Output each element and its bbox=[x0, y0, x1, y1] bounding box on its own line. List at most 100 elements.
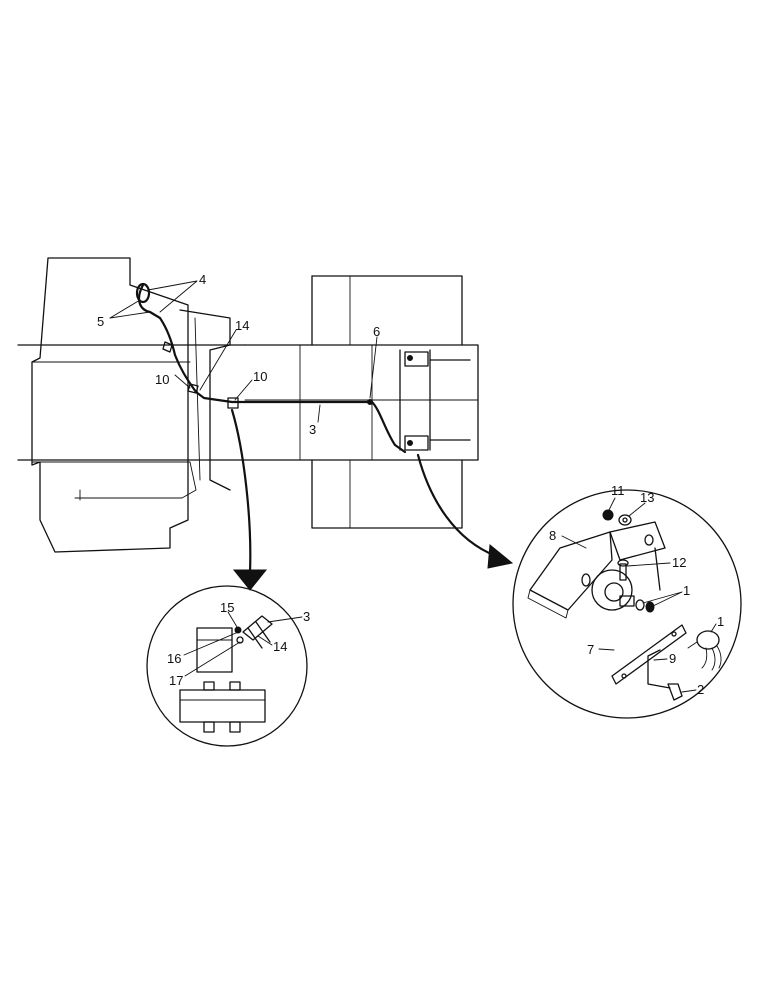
detail-circle-right-border bbox=[512, 489, 742, 719]
bolt-upper bbox=[407, 355, 413, 361]
detail-circle-left-border bbox=[146, 585, 308, 747]
mid-box-inner bbox=[194, 317, 201, 481]
connector-loop bbox=[135, 282, 151, 304]
right-structure-bottom bbox=[311, 459, 463, 529]
bolt-bottom-b bbox=[229, 721, 241, 733]
left-detail-washer bbox=[236, 636, 244, 644]
flat-plate-7 bbox=[611, 624, 687, 685]
arrow-right-head bbox=[487, 544, 514, 569]
bracket-arms bbox=[429, 359, 471, 441]
center-frame bbox=[244, 344, 479, 461]
right-structure-top bbox=[311, 275, 463, 346]
detail-circle-right bbox=[512, 489, 742, 719]
upper-bracket-block bbox=[404, 351, 429, 367]
leader-12 bbox=[626, 562, 671, 567]
callout-1-sensor: 1 bbox=[717, 614, 724, 629]
leader-10a bbox=[174, 374, 191, 389]
leader-6 bbox=[369, 336, 378, 399]
mid-box-outline bbox=[179, 309, 231, 491]
callout-17: 17 bbox=[169, 673, 183, 688]
main-leader-lines bbox=[109, 280, 378, 423]
leader-15 bbox=[227, 611, 238, 628]
arrow-left-head bbox=[232, 569, 268, 591]
plate-hole-a bbox=[621, 673, 627, 679]
sensor-stem bbox=[687, 641, 698, 649]
upper-bracket bbox=[609, 521, 666, 561]
callout-3-detail: 3 bbox=[303, 609, 310, 624]
bolt-lower bbox=[407, 440, 413, 446]
leader-8 bbox=[561, 535, 587, 549]
leader-14 bbox=[199, 329, 237, 391]
callout-14-main: 14 bbox=[235, 318, 249, 333]
left-detail-base bbox=[179, 689, 266, 723]
screw-12-head bbox=[617, 559, 629, 567]
clip-2 bbox=[667, 683, 683, 701]
lower-bracket-block bbox=[404, 435, 429, 451]
rod-9 bbox=[647, 649, 671, 689]
callout-labels: 4 5 14 6 10 10 3 15 3 16 14 17 11 13 8 1… bbox=[97, 272, 724, 697]
callout-5: 5 bbox=[97, 314, 104, 329]
harness-clip-4 bbox=[367, 399, 373, 405]
callout-16: 16 bbox=[167, 651, 181, 666]
detail-circle-left bbox=[146, 585, 308, 747]
callout-1-upper: 1 bbox=[683, 583, 690, 598]
harness-clip-1 bbox=[162, 341, 173, 353]
callout-13: 13 bbox=[640, 490, 654, 505]
leader-16 bbox=[183, 632, 237, 656]
leader-1b bbox=[710, 623, 717, 633]
callout-7: 7 bbox=[587, 642, 594, 657]
harness-clip-3 bbox=[227, 397, 239, 409]
washer-13 bbox=[618, 514, 632, 526]
mounting-plate bbox=[529, 531, 613, 611]
bolt-top-b bbox=[229, 681, 241, 691]
callout-3-main: 3 bbox=[309, 422, 316, 437]
callout-2: 2 bbox=[697, 682, 704, 697]
arrow-left-shaft bbox=[230, 408, 252, 574]
mounting-plate-hole bbox=[581, 573, 591, 587]
washer-13-hole bbox=[622, 517, 628, 523]
shaft-nut-b bbox=[645, 601, 655, 613]
bolt-top-a bbox=[203, 681, 215, 691]
wiring-harness bbox=[137, 283, 407, 454]
left-detail-clip-legs bbox=[247, 621, 271, 649]
leader-14-detail bbox=[257, 635, 273, 646]
leader-1a bbox=[642, 591, 683, 607]
harness-clip-2 bbox=[187, 383, 199, 394]
screw-12 bbox=[619, 563, 627, 581]
leader-4 bbox=[147, 280, 198, 313]
callout-14-detail: 14 bbox=[273, 639, 287, 654]
callout-9: 9 bbox=[669, 651, 676, 666]
upper-bracket-hole bbox=[644, 534, 654, 546]
left-housing-lower-edge bbox=[31, 461, 197, 499]
callout-6: 6 bbox=[373, 324, 380, 339]
leader-5 bbox=[109, 299, 151, 319]
callout-8: 8 bbox=[549, 528, 556, 543]
main-assembly-view bbox=[17, 257, 479, 553]
leader-2 bbox=[681, 689, 697, 693]
shaft-washer-a bbox=[635, 599, 645, 611]
nut-11 bbox=[602, 509, 614, 521]
bracket-posts bbox=[399, 349, 431, 451]
left-detail-screw bbox=[234, 626, 242, 634]
callout-10-right: 10 bbox=[253, 369, 267, 384]
sensor-1 bbox=[696, 630, 720, 650]
callout-15: 15 bbox=[220, 600, 234, 615]
leader-9 bbox=[653, 658, 668, 661]
callout-12: 12 bbox=[672, 555, 686, 570]
mounting-plate-edge bbox=[527, 589, 569, 619]
left-housing-outline bbox=[31, 257, 189, 553]
leader-17 bbox=[184, 641, 241, 677]
leader-11 bbox=[608, 497, 616, 511]
callout-10-left: 10 bbox=[155, 372, 169, 387]
leader-3 bbox=[317, 404, 321, 423]
callout-4: 4 bbox=[199, 272, 206, 287]
left-detail-bracket bbox=[196, 627, 233, 673]
bolt-bottom-a bbox=[203, 721, 215, 733]
arrow-right-shaft bbox=[416, 453, 498, 558]
leader-3-detail bbox=[267, 616, 303, 623]
detail-arrows bbox=[230, 408, 514, 591]
hub-inner bbox=[604, 582, 624, 602]
callout-11: 11 bbox=[611, 483, 625, 498]
